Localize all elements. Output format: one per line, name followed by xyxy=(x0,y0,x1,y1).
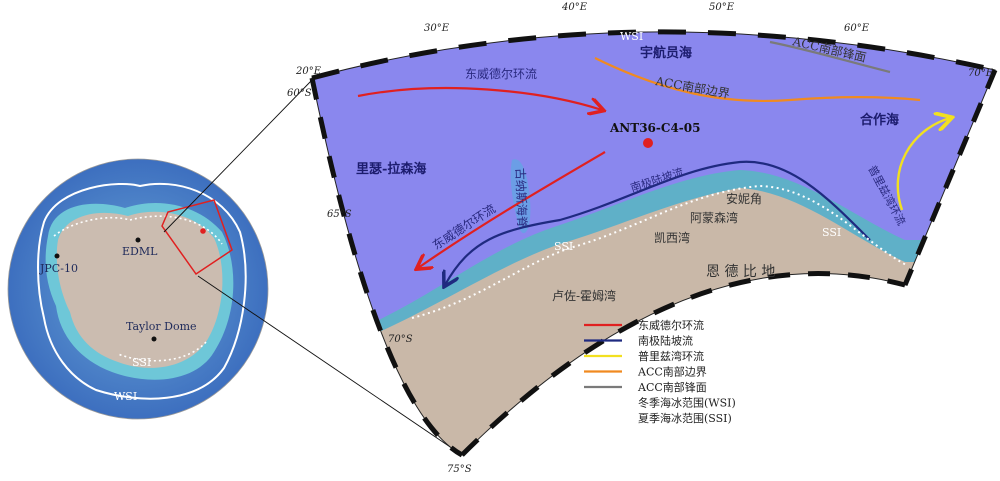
lon-70: 70°E xyxy=(968,68,994,79)
lon-20: 20°E xyxy=(295,66,322,77)
core-site-label: ANT36-C4-05 xyxy=(609,121,700,135)
jpc-dot xyxy=(54,253,60,259)
legend-label-1: 南极陆坡流 xyxy=(638,334,693,348)
gunnerus-ridge xyxy=(510,159,531,234)
casey-bay-label: 凯西湾 xyxy=(654,230,690,245)
ewg-upper-label: 东威德尔环流 xyxy=(465,66,537,81)
cooperation-sea-label: 合作海 xyxy=(860,112,899,128)
lon-60: 60°E xyxy=(844,23,870,34)
legend-label-6: 夏季海冰范围(SSI) xyxy=(638,411,732,425)
lat-60: 60°S xyxy=(287,88,312,99)
inset-map: JPC-10 EDML Taylor Dome SSI WSI xyxy=(7,158,269,420)
inset-site-dot xyxy=(200,228,206,234)
core-site-dot xyxy=(643,138,653,148)
inset-border xyxy=(7,158,269,420)
cosmonaut-sea-label: 宇航员海 xyxy=(640,45,692,61)
gunnerus-label: 古纳斯海脊 xyxy=(513,168,530,229)
main-map: ANT36-C4-05 20°E 30°E 40°E 50°E 60°E 70°… xyxy=(287,2,998,475)
right-scale-bar xyxy=(902,69,998,286)
slope-current-line xyxy=(445,160,871,285)
riiser-larsen-label: 里瑟-拉森海 xyxy=(356,161,426,177)
amery-cape-label: 安妮角 xyxy=(726,191,762,206)
lon-40: 40°E xyxy=(561,2,588,13)
wsi-label: WSI xyxy=(620,30,643,43)
amundsen-bay-label: 阿蒙森湾 xyxy=(690,210,738,225)
enderby-label: 恩 德 比 地 xyxy=(706,264,775,280)
lon-50: 50°E xyxy=(709,2,735,13)
inset-ssi-label: SSI xyxy=(132,356,151,369)
lutzow-holm-label: 卢佐-霍姆湾 xyxy=(552,288,616,303)
taylor-label: Taylor Dome xyxy=(126,320,197,333)
acc-front-line xyxy=(769,40,891,74)
jpc-label: JPC-10 xyxy=(39,262,78,275)
inset-wsi-line xyxy=(37,182,247,400)
wsi-line xyxy=(454,11,791,30)
ewg-upper-line xyxy=(357,87,602,110)
inset-study-area xyxy=(161,199,233,276)
ssi-line xyxy=(411,184,909,319)
edml-dot xyxy=(135,237,141,243)
lat-75: 75°S xyxy=(447,464,472,475)
connector-upper xyxy=(163,79,313,233)
legend-label-4: ACC南部锋面 xyxy=(637,380,707,394)
inset-antarctica xyxy=(56,211,223,368)
prydz-line xyxy=(896,118,950,211)
lat-70: 70°S xyxy=(388,334,413,345)
ssi-left-label: SSI xyxy=(554,240,573,253)
bottom-scale-bar xyxy=(460,271,906,457)
lon-30: 30°E xyxy=(424,23,450,34)
edml-label: EDML xyxy=(122,245,158,258)
ssi-right-label: SSI xyxy=(822,226,841,239)
ewg-lower-line xyxy=(418,151,606,268)
legend-label-3: ACC南部边界 xyxy=(637,365,707,379)
legend-label-5: 冬季海冰范围(WSI) xyxy=(638,396,736,410)
connector-lower xyxy=(197,275,463,456)
legend-label-0: 东威德尔环流 xyxy=(638,318,704,332)
acc-boundary-line xyxy=(594,57,921,103)
taylor-dot xyxy=(151,336,157,342)
lat-65: 65°S xyxy=(327,209,352,220)
left-scale-bar xyxy=(309,77,464,458)
legend-label-2: 普里兹湾环流 xyxy=(638,349,704,363)
inset-wsi-label: WSI xyxy=(114,390,137,403)
inset-ssi-line xyxy=(53,215,223,362)
